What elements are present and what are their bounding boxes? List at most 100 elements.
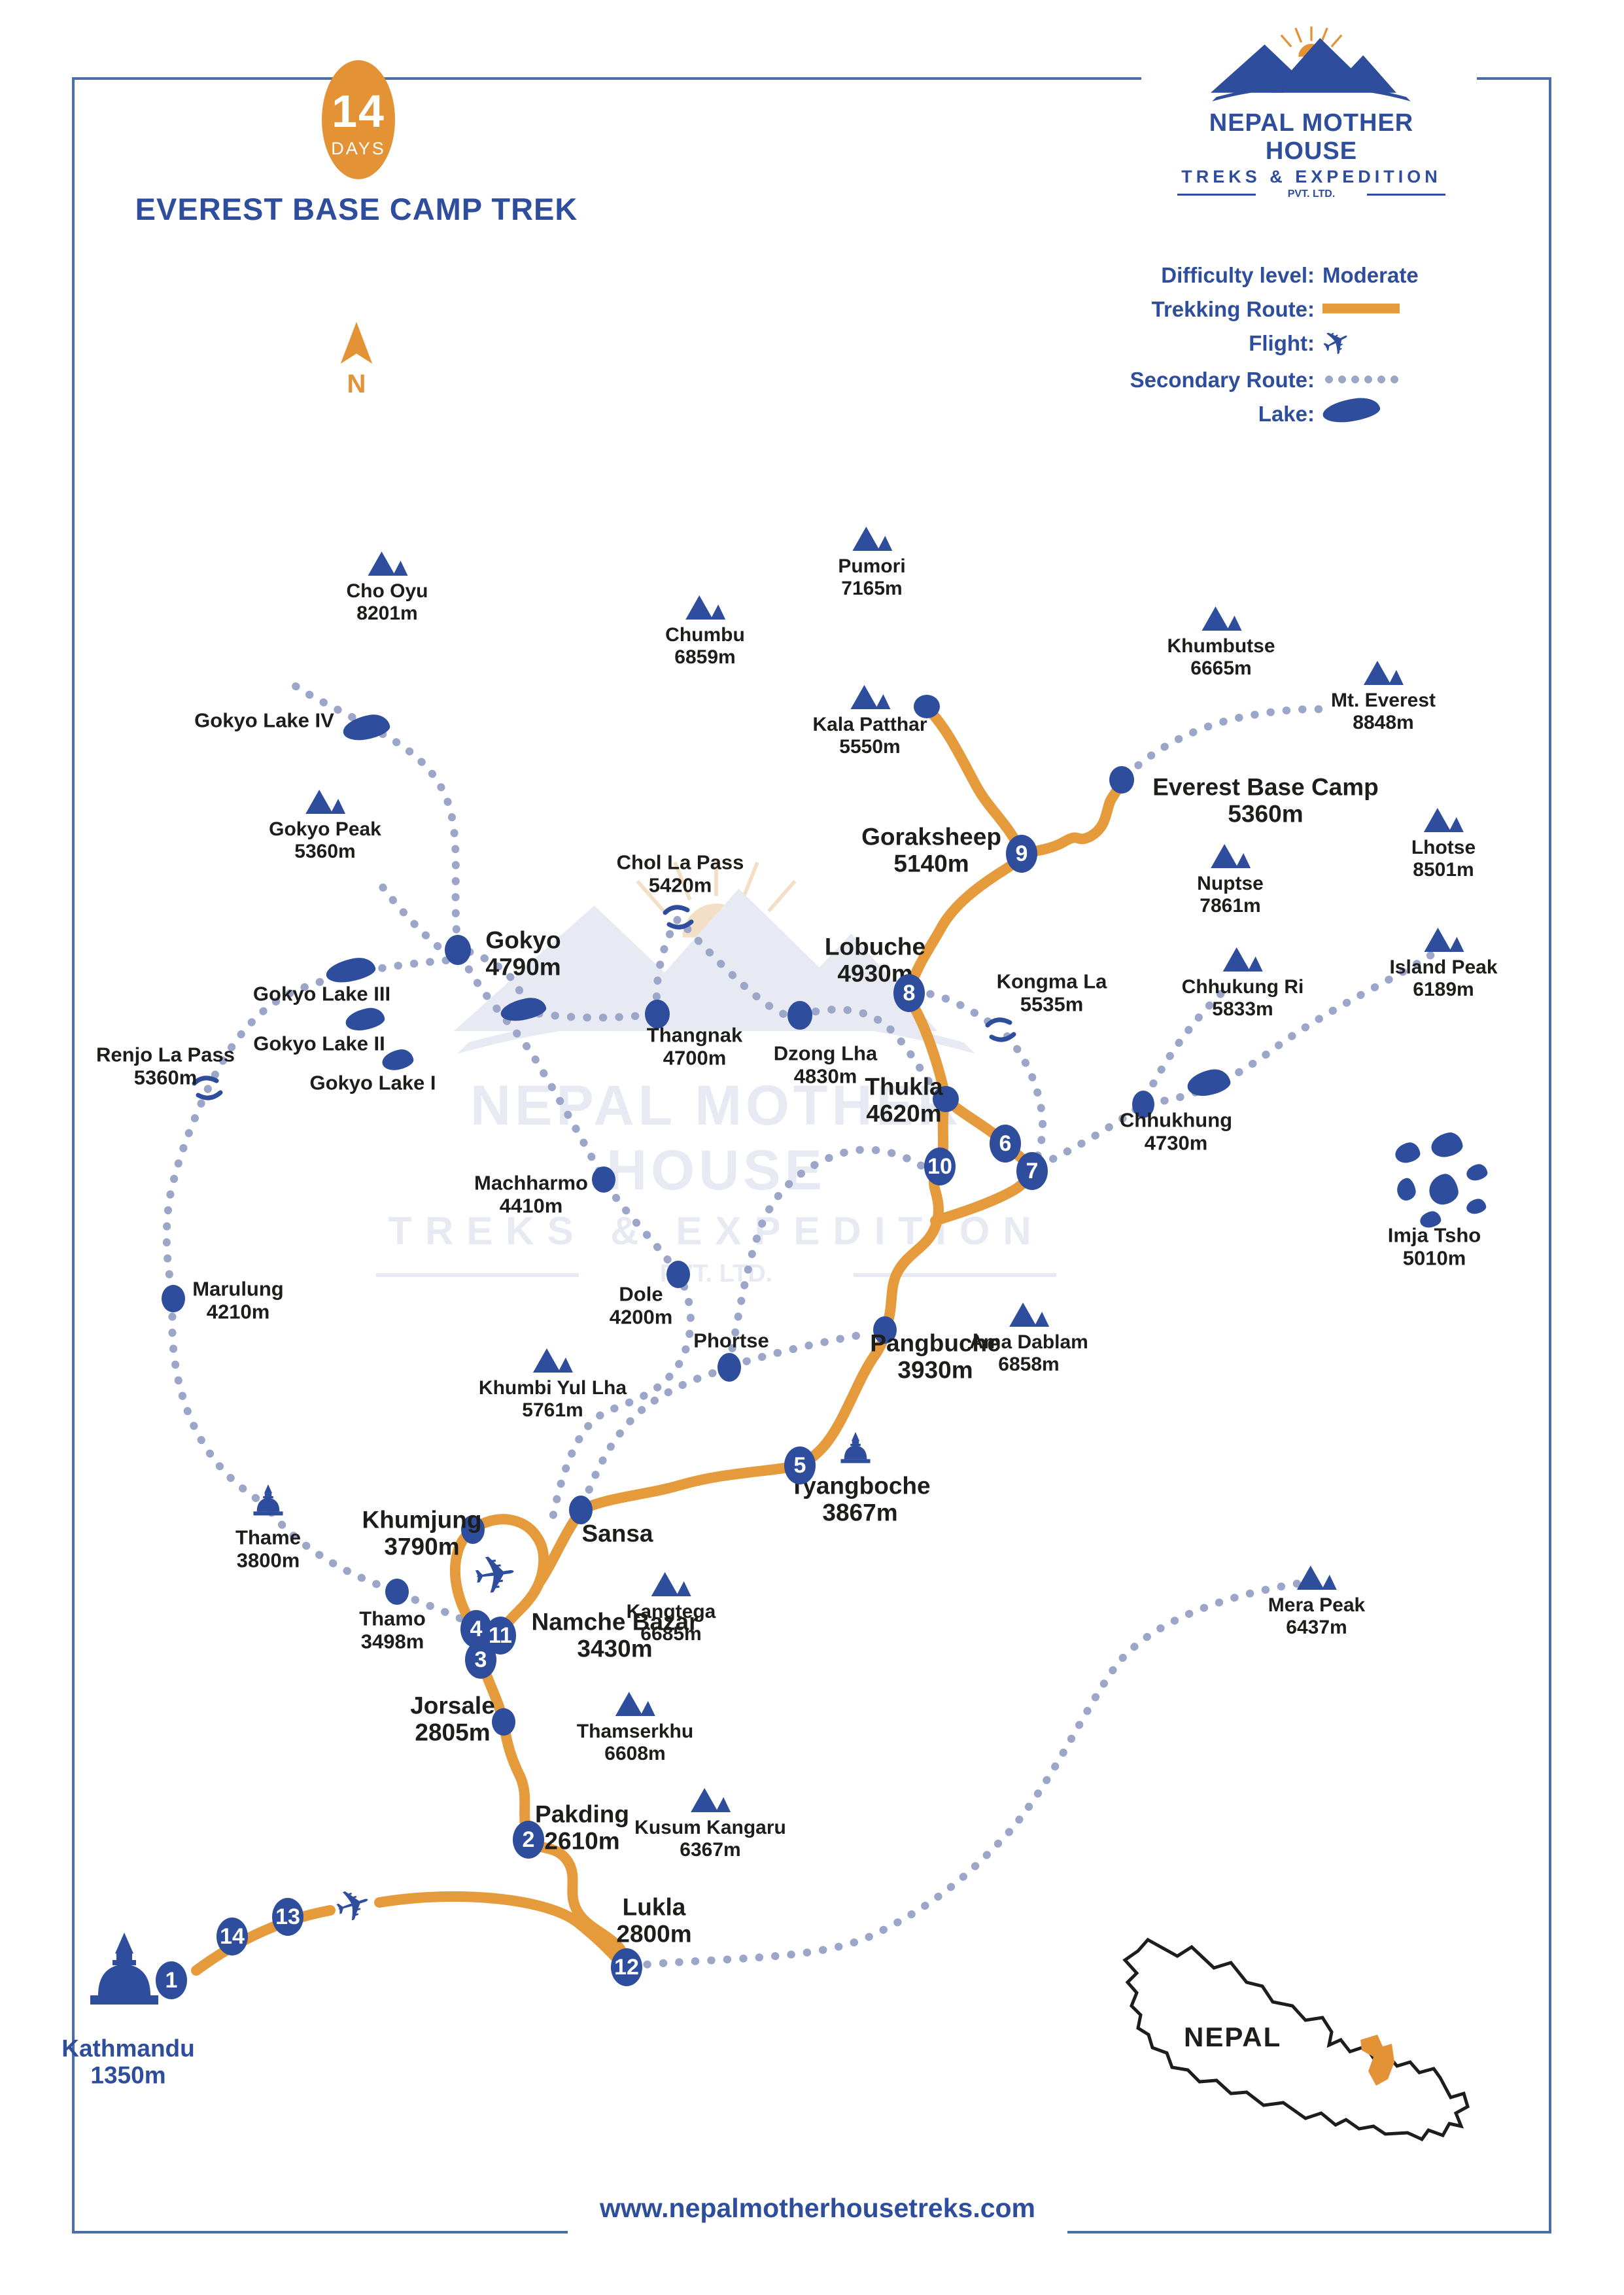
peak-elevation: 6189m [1413, 978, 1474, 1000]
place-name: Sansa [581, 1520, 653, 1547]
place-elevation: 4210m [206, 1300, 270, 1323]
mountain-pass-icon [663, 905, 694, 930]
peak-name: Chumbu [665, 624, 745, 646]
stop-number: 13 [275, 1904, 300, 1929]
place-label: Gokyo Lake II [253, 1032, 385, 1056]
peak-marker: Mt. Everest 8848m [1331, 657, 1436, 734]
place-label: Kongma La 5535m [997, 970, 1107, 1015]
place-elevation: 3498m [360, 1630, 424, 1653]
village-dot [645, 1000, 670, 1028]
border-top-left [72, 77, 1141, 80]
place-elevation: 3867m [822, 1499, 898, 1526]
days-label: DAYS [331, 139, 386, 158]
place-elevation: 5360m [133, 1066, 198, 1089]
place-elevation: 5010m [1402, 1246, 1466, 1269]
place-name: Thangnak [646, 1023, 743, 1047]
trek-route-flight-west [191, 1905, 336, 1976]
lake-shape [1465, 1163, 1489, 1182]
lake-shape [1426, 1172, 1460, 1207]
peak-name: Cho Oyu [346, 580, 428, 602]
place-elevation: 4620m [866, 1100, 942, 1127]
place-name: Kongma La [996, 970, 1107, 993]
place-name: Chhukhung [1119, 1108, 1233, 1132]
place-label: Machharmo 4410m [474, 1172, 588, 1217]
itinerary-stop: 7 [1016, 1152, 1048, 1190]
place-label: Khumjung 3790m [362, 1507, 482, 1561]
peak-marker: Lhotse 8501m [1411, 805, 1476, 881]
legend-secondary-label: Secondary Route: [1130, 368, 1315, 392]
place-label: Everest Base Camp 5360m [1152, 774, 1379, 828]
monastery-stupa-icon [840, 1431, 871, 1463]
place-elevation: 3790m [384, 1533, 460, 1560]
kathmandu-stupa-icon [90, 1933, 158, 2005]
place-label: Thame 3800m [235, 1526, 301, 1571]
place-name: Dole [619, 1282, 663, 1306]
stop-number: 7 [1026, 1159, 1039, 1183]
place-name: Thukla [865, 1073, 943, 1100]
peak-marker: Chumbu 6859m [665, 592, 745, 669]
stop-number: 1 [165, 1968, 178, 1993]
peak-name: Nuptse [1197, 873, 1264, 894]
peak-elevation: 5761m [522, 1399, 583, 1421]
peak-elevation: 6858m [998, 1353, 1060, 1375]
itinerary-stop: 8 [893, 974, 925, 1012]
stop-number: 2 [522, 1827, 535, 1852]
peak-elevation: 6685m [640, 1622, 702, 1645]
peak-name: Gokyo Peak [269, 818, 381, 840]
village-dot [592, 1166, 615, 1193]
place-label: Lukla 2800m [616, 1894, 691, 1948]
peak-name: Chhukung Ri [1181, 976, 1304, 998]
place-name: Marulung [192, 1277, 284, 1301]
place-name: Everest Base Camp [1152, 773, 1379, 801]
place-label: Pakding 2610m [535, 1801, 629, 1855]
mountain-icon [1201, 606, 1241, 631]
place-elevation: 2610m [544, 1828, 620, 1855]
legend-difficulty-value: Moderate [1322, 263, 1419, 287]
nepal-outline [1122, 1937, 1470, 2142]
itinerary-stop: 3 [465, 1641, 496, 1679]
stop-number: 3 [474, 1647, 487, 1672]
peak-marker: Kala Patthar 5550m [812, 682, 927, 758]
website-url: www.nepalmotherhousetreks.com [599, 2193, 1036, 2223]
peak-name: Kusum Kangaru [634, 1817, 786, 1838]
lake-shape [1395, 1176, 1417, 1202]
peak-marker: Island Peak 6189m [1389, 924, 1498, 1001]
mountain-icon [368, 552, 407, 576]
place-label: Thamo 3498m [359, 1607, 426, 1653]
peak-elevation: 8501m [1413, 858, 1474, 881]
peak-elevation: 8201m [356, 602, 418, 624]
peak-marker: Thamserkhu 6608m [577, 1689, 693, 1765]
place-label: Gokyo Lake IV [194, 709, 334, 733]
days-number: 14 [332, 86, 385, 137]
peak-elevation: 6859m [674, 646, 736, 668]
village-dot [914, 695, 940, 718]
secondary-route-sansa-phortse [579, 1365, 731, 1509]
place-label: Chol La Pass 5420m [617, 851, 744, 896]
stop-number: 12 [614, 1955, 639, 1980]
secondary-route-phortse-pangbuche [727, 1329, 874, 1370]
mountain-icon [1363, 661, 1404, 685]
place-elevation: 1350m [90, 2062, 166, 2089]
place-name: Imja Tsho [1387, 1223, 1481, 1247]
mountain-icon [305, 790, 345, 814]
place-label: Goraksheep 5140m [861, 824, 1001, 878]
place-name: Gokyo Lake I [309, 1071, 436, 1095]
place-name: Machharmo [474, 1171, 588, 1195]
mountain-icon [1297, 1566, 1337, 1590]
days-badge: 14 DAYS [322, 60, 395, 179]
peak-name: Khumbutse [1167, 635, 1275, 657]
stop-number: 14 [220, 1924, 245, 1949]
place-elevation: 2800m [616, 1921, 692, 1948]
mountain-icon [1211, 844, 1251, 868]
place-elevation: 5420m [648, 873, 712, 896]
peak-name: Ama Dablam [969, 1331, 1088, 1353]
peak-elevation: 5360m [294, 840, 356, 862]
secondary-route-lukla-mera [627, 1578, 1312, 1970]
place-label: Pangbuche 3930m [870, 1330, 1000, 1384]
legend-trekking-label: Trekking Route: [1151, 297, 1315, 321]
mountain-icon [1424, 808, 1464, 832]
flight-plane-icon: ✈ [328, 1876, 378, 1934]
place-label: Jorsale 2805m [410, 1692, 495, 1747]
trek-route-goraksheep-ebc [1016, 776, 1127, 859]
